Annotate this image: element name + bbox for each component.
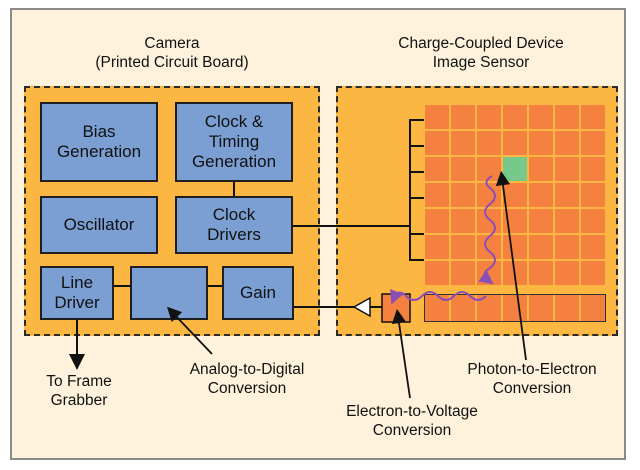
charge-transfer-vertical-path — [478, 175, 496, 285]
oscillator-label: Oscillator — [63, 215, 135, 234]
ccd-pixel — [528, 182, 554, 208]
ccd-pixel — [424, 260, 450, 286]
p2e-callout-line1: Photon-to-Electron — [467, 361, 597, 378]
ccd-pixel — [528, 130, 554, 156]
camera-title-line2: (Printed Circuit Board) — [95, 54, 249, 71]
amplifier-triangle-icon — [352, 296, 371, 318]
ccd-pixel — [450, 182, 476, 208]
ccd-pixel — [580, 260, 606, 286]
ccd-pixel — [528, 234, 554, 260]
ccd-pixel — [528, 104, 554, 130]
clock-drivers-block: Clock Drivers — [175, 196, 293, 254]
ccd-pixel — [476, 130, 502, 156]
clock-timing-label: Clock & Timing Generation — [191, 112, 277, 171]
e2v-callout-line1: Electron-to-Voltage — [346, 403, 478, 420]
ccd-pixel — [450, 130, 476, 156]
ccd-pixel — [476, 208, 502, 234]
ccd-pixel — [424, 156, 450, 182]
sensor-title: Charge-Coupled Device Image Sensor — [336, 34, 626, 72]
adc-callout-line2: Conversion — [207, 380, 287, 397]
ccd-pixel — [502, 104, 528, 130]
ccd-pixel — [502, 130, 528, 156]
ccd-pixel — [580, 182, 606, 208]
readout-register-cell — [424, 294, 450, 322]
camera-title: Camera (Printed Circuit Board) — [24, 34, 320, 72]
sensor-title-line1: Charge-Coupled Device — [398, 35, 564, 52]
ccd-pixel — [528, 208, 554, 234]
line-driver-block: Line Driver — [40, 266, 114, 320]
p2e-callout-line2: Conversion — [492, 380, 572, 397]
illuminated-pixel — [502, 156, 528, 182]
p2e-callout-arrow — [495, 170, 527, 361]
ccd-pixel — [580, 130, 606, 156]
ccd-pixel — [476, 104, 502, 130]
ccd-pixel — [424, 182, 450, 208]
e2v-callout-arrow — [391, 308, 411, 399]
e2v-callout-label: Electron-to-Voltage Conversion — [330, 402, 494, 440]
line-driver-label: Line Driver — [54, 273, 100, 312]
ccd-pixel — [580, 208, 606, 234]
clock-drivers-label: Clock Drivers — [207, 205, 261, 244]
sensor-title-line2: Image Sensor — [432, 54, 530, 71]
ccd-pixel — [528, 156, 554, 182]
ccd-pixel — [554, 234, 580, 260]
ccd-pixel — [580, 156, 606, 182]
gain-label: Gain — [240, 283, 276, 302]
e2v-callout-line2: Conversion — [372, 422, 452, 439]
bias-generation-block: Bias Generation — [40, 102, 158, 182]
adc-callout-label: Analog-to-Digital Conversion — [172, 360, 322, 398]
frame-grabber-line1: To Frame — [46, 373, 112, 390]
adc-callout-line1: Analog-to-Digital — [189, 361, 305, 378]
charge-transfer-horizontal-path — [390, 288, 487, 305]
ccd-pixel — [554, 182, 580, 208]
adc-callout-arrow — [167, 306, 213, 355]
ccd-pixel — [528, 260, 554, 286]
ccd-pixel — [450, 234, 476, 260]
frame-grabber-line2: Grabber — [50, 392, 108, 409]
ccd-pixel — [424, 208, 450, 234]
frame-grabber-label: To Frame Grabber — [24, 372, 134, 410]
clock-bus-vertical — [409, 119, 424, 261]
ccd-pixel — [580, 104, 606, 130]
bias-generation-label: Bias Generation — [56, 122, 142, 161]
ccd-pixel — [424, 234, 450, 260]
p2e-callout-label: Photon-to-Electron Conversion — [452, 360, 612, 398]
oscillator-block: Oscillator — [40, 196, 158, 254]
ccd-pixel — [424, 130, 450, 156]
ccd-pixel — [502, 234, 528, 260]
ccd-pixel — [554, 104, 580, 130]
ccd-pixel — [554, 130, 580, 156]
ccd-pixel — [424, 104, 450, 130]
ccd-pixel — [580, 234, 606, 260]
e2v-node — [381, 293, 411, 323]
ccd-pixel — [554, 260, 580, 286]
ccd-pixel — [450, 208, 476, 234]
ccd-pixel — [450, 260, 476, 286]
ccd-pixel — [502, 208, 528, 234]
ccd-pixel — [554, 156, 580, 182]
readout-register-outline — [424, 294, 606, 322]
ccd-pixel — [502, 182, 528, 208]
ccd-pixel — [554, 208, 580, 234]
ccd-pixel — [476, 234, 502, 260]
ccd-pixel — [450, 156, 476, 182]
clock-timing-block: Clock & Timing Generation — [175, 102, 293, 182]
camera-title-line1: Camera — [144, 35, 200, 52]
ccd-pixel — [450, 104, 476, 130]
gain-block: Gain — [222, 266, 294, 320]
